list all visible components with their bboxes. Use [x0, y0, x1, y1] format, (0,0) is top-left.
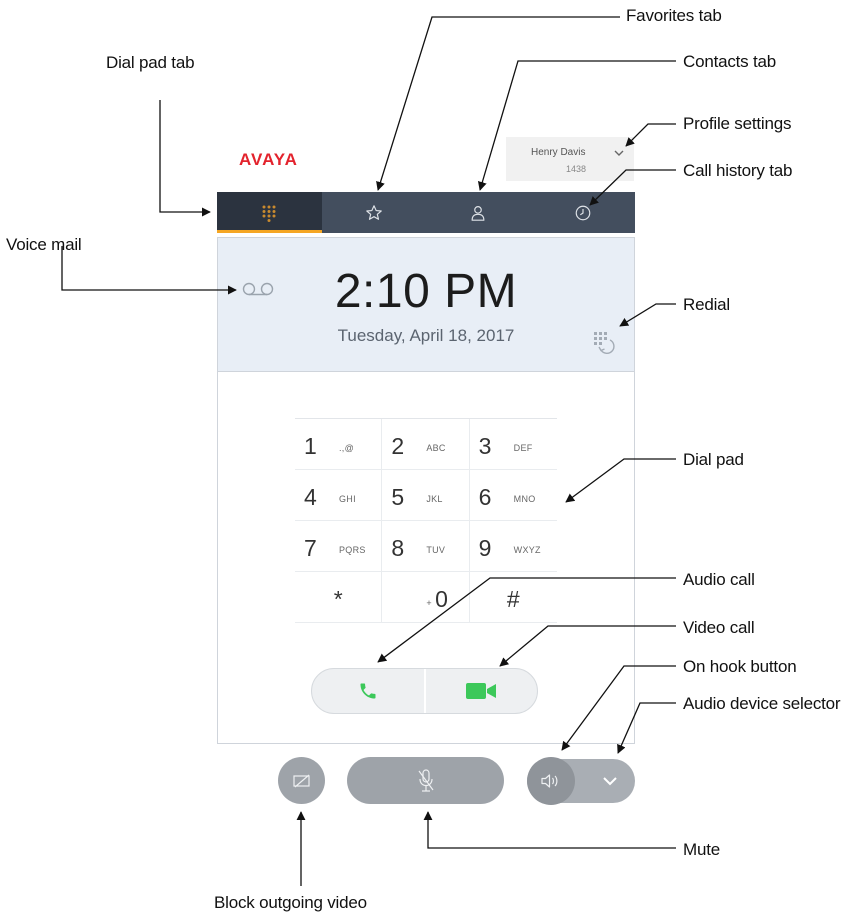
dial-key-digit: *	[333, 586, 343, 612]
profile-extension: 1438	[566, 164, 587, 174]
avaya-logo: AVAYA	[239, 150, 298, 169]
dial-key-letters: +	[426, 598, 432, 608]
arrow-dial-pad-tab	[159, 100, 211, 217]
callout-voice-mail: Voice mail	[6, 235, 82, 254]
audio-call-button[interactable]	[312, 669, 424, 713]
call-buttons	[311, 668, 538, 714]
dial-key-9[interactable]: 9 WXYZ	[469, 521, 557, 572]
dial-key-letters: DEF	[513, 443, 533, 453]
microphone-off-icon	[418, 768, 433, 792]
audio-device-selector[interactable]	[588, 761, 632, 801]
dial-key-digit: #	[506, 586, 520, 612]
mute-button[interactable]	[347, 757, 504, 804]
callout-favorites-tab: Favorites tab	[626, 6, 722, 25]
voicemail-icon[interactable]	[242, 282, 274, 296]
callout-audio-device-selector: Audio device selector	[683, 694, 841, 713]
callout-video-call: Video call	[683, 618, 755, 637]
profile-settings[interactable]: Henry Davis 1438	[506, 137, 634, 181]
arrow-mute	[423, 811, 676, 849]
dial-key-hash[interactable]: #	[469, 572, 557, 623]
dial-key-letters: JKL	[426, 494, 443, 504]
phone-icon	[360, 683, 376, 699]
redial-icon[interactable]	[591, 328, 619, 356]
callout-dial-pad-tab: Dial pad tab	[106, 53, 195, 72]
dial-key-6[interactable]: 6 MNO	[469, 470, 557, 521]
dial-key-1[interactable]: 1 .,@	[295, 419, 383, 470]
callout-profile-settings: Profile settings	[683, 114, 792, 133]
dial-key-digit: 5	[391, 484, 405, 510]
dial-key-letters: .,@	[339, 443, 355, 453]
dial-key-4[interactable]: 4 GHI	[295, 470, 383, 521]
dialpad-icon	[262, 205, 276, 222]
callout-mute: Mute	[683, 840, 720, 859]
star-icon	[365, 204, 382, 220]
on-hook-button[interactable]	[527, 757, 575, 805]
tab-contacts[interactable]	[426, 192, 531, 233]
chevron-down-icon	[614, 150, 624, 156]
tab-dial-pad[interactable]	[217, 192, 322, 233]
callout-dial-pad: Dial pad	[683, 450, 744, 469]
arrow-voice-mail	[61, 246, 237, 295]
dial-key-digit: 2	[391, 433, 405, 459]
callout-block-outgoing-video: Block outgoing video	[214, 893, 367, 912]
profile-name: Henry Davis	[531, 147, 586, 158]
dial-pad: 1 .,@ 2 ABC 3 DEF 4 GHI 5 JKL 6 MNO 7 PQRS 8 TUV 9 WXYZ * 0…	[295, 418, 557, 623]
tab-call-history[interactable]	[531, 192, 636, 233]
dial-key-letters: WXYZ	[513, 545, 541, 555]
callout-on-hook-button: On hook button	[683, 657, 797, 676]
dial-key-digit: 7	[304, 535, 317, 561]
block-outgoing-video-button[interactable]	[278, 757, 325, 804]
dial-key-7[interactable]: 7 PQRS	[295, 521, 383, 572]
video-camera-icon	[466, 683, 497, 699]
dial-key-letters: TUV	[426, 545, 446, 555]
tab-bar	[217, 192, 635, 233]
dial-key-digit: 3	[478, 433, 492, 459]
dial-key-digit: 9	[478, 535, 492, 561]
dial-key-letters: PQRS	[339, 545, 366, 555]
dial-key-8[interactable]: 8 TUV	[382, 521, 470, 572]
chevron-down-icon	[603, 777, 617, 786]
clock-icon	[575, 205, 591, 220]
dial-key-digit: 4	[304, 484, 317, 510]
current-time: 2:10 PM	[334, 265, 518, 318]
dial-key-letters: ABC	[426, 443, 446, 453]
dial-key-2[interactable]: 2 ABC	[382, 419, 470, 470]
video-off-icon	[292, 774, 310, 787]
callout-contacts-tab: Contacts tab	[683, 52, 777, 71]
dialer-panel: 2:10 PM Tuesday, April 18, 2017 1 .,@ 2 ABC…	[217, 237, 635, 744]
callout-audio-call: Audio call	[683, 570, 755, 589]
dial-key-star[interactable]: *	[295, 572, 383, 623]
tab-favorites[interactable]	[322, 192, 427, 233]
callout-call-history-tab: Call history tab	[683, 161, 793, 180]
dial-key-digit: 8	[391, 535, 405, 561]
callout-redial: Redial	[683, 295, 730, 314]
person-icon	[471, 205, 485, 221]
current-date: Tuesday, April 18, 2017	[337, 326, 515, 345]
dial-key-3[interactable]: 3 DEF	[469, 419, 557, 470]
dial-key-digit: 1	[304, 433, 317, 459]
video-call-button[interactable]	[423, 669, 538, 713]
dial-key-5[interactable]: 5 JKL	[382, 470, 470, 521]
dial-key-letters: GHI	[339, 494, 356, 504]
clock-header: 2:10 PM Tuesday, April 18, 2017	[218, 238, 634, 372]
dial-key-letters: MNO	[513, 494, 536, 504]
speaker-icon	[541, 774, 558, 788]
dial-key-0[interactable]: 0+	[382, 572, 470, 623]
dial-key-digit: 6	[478, 484, 492, 510]
